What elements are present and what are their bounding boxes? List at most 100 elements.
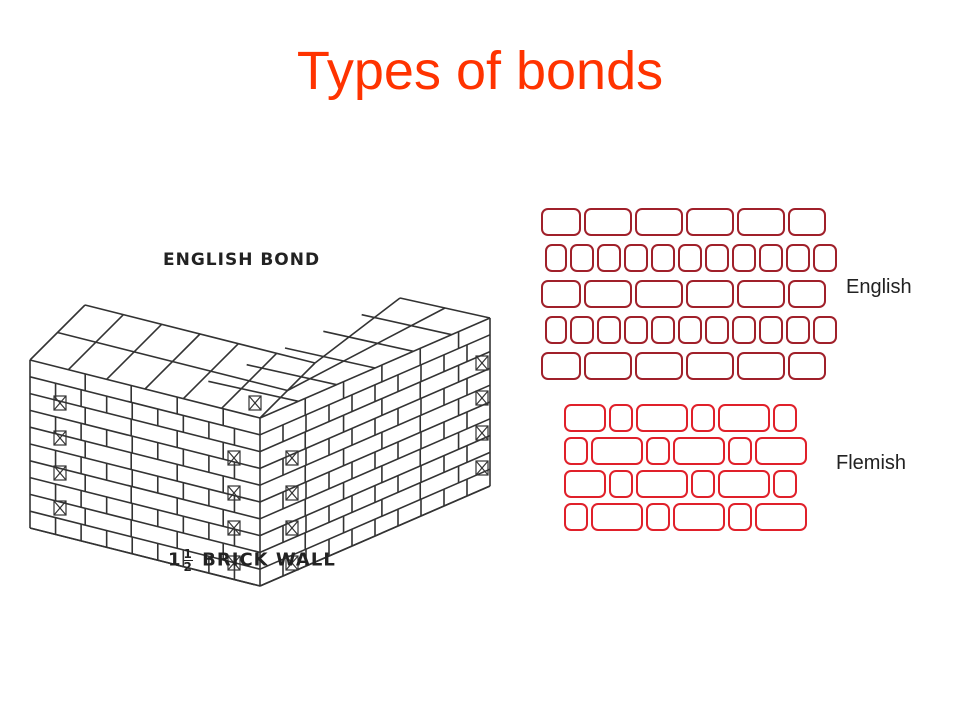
- top-surface-edge: [314, 297, 401, 364]
- english-header-brick: [759, 316, 783, 344]
- course-line: [29, 426, 261, 486]
- flemish-brick: [728, 503, 752, 531]
- english-stretcher-brick: [737, 208, 785, 236]
- course-line: [259, 401, 491, 503]
- flemish-brick: [636, 470, 688, 498]
- flemish-brick: [773, 470, 797, 498]
- flemish-brick: [673, 503, 725, 531]
- flemish-brick: [609, 470, 633, 498]
- course-line: [29, 409, 261, 470]
- queen-closer-mark: [475, 425, 489, 441]
- course-line: [259, 384, 491, 486]
- queen-closer-mark: [475, 390, 489, 406]
- queen-closer-mark: [475, 460, 489, 476]
- top-surface-joint: [208, 380, 299, 403]
- queen-closer-mark: [227, 555, 241, 571]
- english-header-brick: [705, 316, 729, 344]
- top-surface-joint: [144, 333, 201, 390]
- english-stretcher-brick: [635, 208, 683, 236]
- wall-thickness-whole: 1: [168, 549, 182, 571]
- top-surface-joint: [246, 363, 337, 386]
- queen-closer-mark: [53, 395, 67, 411]
- english-stretcher-brick: [788, 352, 826, 380]
- queen-closer-mark: [248, 395, 262, 411]
- flemish-brick: [591, 437, 643, 465]
- english-stretcher-brick: [737, 280, 785, 308]
- english-stretcher-brick: [788, 280, 826, 308]
- top-surface-joint: [284, 347, 376, 369]
- course-line: [259, 468, 491, 570]
- course-line: [29, 443, 261, 503]
- english-header-brick: [732, 244, 756, 272]
- course-line: [29, 493, 261, 554]
- course-line: [29, 376, 261, 436]
- course-line: [29, 476, 261, 537]
- english-stretcher-brick: [737, 352, 785, 380]
- queen-closer-mark: [475, 355, 489, 371]
- flemish-brick: [691, 470, 715, 498]
- top-surface-joint: [106, 323, 163, 380]
- fraction-denominator: 2: [183, 560, 193, 574]
- english-header-brick: [597, 244, 621, 272]
- queen-closer-mark: [285, 450, 299, 466]
- english-header-brick: [678, 244, 702, 272]
- top-surface-joint: [287, 307, 446, 392]
- flemish-brick: [609, 404, 633, 432]
- english-header-brick: [759, 244, 783, 272]
- queen-closer-mark: [248, 395, 262, 411]
- queen-closer-mark: [285, 485, 299, 501]
- english-header-brick: [624, 244, 648, 272]
- english-stretcher-brick: [541, 208, 581, 236]
- flemish-brick: [636, 404, 688, 432]
- course-line: [29, 460, 261, 520]
- course-line: [259, 434, 491, 537]
- top-surface-joint: [221, 352, 278, 409]
- queen-closer-mark: [475, 425, 489, 441]
- queen-closer-mark: [475, 460, 489, 476]
- course-line: [29, 392, 261, 453]
- queen-closer-mark: [227, 485, 241, 501]
- english-header-brick: [678, 316, 702, 344]
- flemish-pattern-label: Flemish: [836, 452, 907, 474]
- top-surface-joint: [323, 330, 414, 353]
- english-header-brick: [545, 316, 567, 344]
- flemish-brick: [564, 503, 588, 531]
- english-stretcher-brick: [788, 208, 826, 236]
- english-stretcher-brick: [541, 280, 581, 308]
- flemish-brick: [646, 437, 670, 465]
- english-header-brick: [570, 316, 594, 344]
- flemish-brick: [718, 470, 770, 498]
- queen-closer-mark: [53, 500, 67, 516]
- queen-closer-mark: [53, 430, 67, 446]
- course-line: [259, 334, 491, 436]
- queen-closer-mark: [475, 355, 489, 371]
- flemish-brick: [773, 404, 797, 432]
- top-surface-joint: [361, 313, 452, 336]
- english-bond-caption: ENGLISH BOND: [163, 250, 321, 270]
- course-line: [29, 510, 261, 570]
- english-header-brick: [786, 244, 810, 272]
- english-header-brick: [705, 244, 729, 272]
- queen-closer-mark: [53, 465, 67, 481]
- flemish-brick: [691, 404, 715, 432]
- flemish-brick: [591, 503, 643, 531]
- isometric-wall-drawing: [29, 297, 491, 587]
- queen-closer-mark: [285, 555, 299, 571]
- flemish-brick: [673, 437, 725, 465]
- english-pattern-label: English: [846, 276, 912, 298]
- english-header-brick: [570, 244, 594, 272]
- english-stretcher-brick: [584, 280, 632, 308]
- english-header-brick: [813, 316, 837, 344]
- flemish-bond-pattern: [564, 404, 807, 531]
- fraction-numerator: 1: [183, 547, 193, 561]
- queen-closer-mark: [285, 555, 299, 571]
- english-header-brick: [545, 244, 567, 272]
- english-header-brick: [651, 316, 675, 344]
- english-header-brick: [624, 316, 648, 344]
- english-stretcher-brick: [635, 352, 683, 380]
- english-header-brick: [651, 244, 675, 272]
- queen-closer-mark: [285, 520, 299, 536]
- queen-closer-mark: [53, 500, 67, 516]
- queen-closer-mark: [285, 485, 299, 501]
